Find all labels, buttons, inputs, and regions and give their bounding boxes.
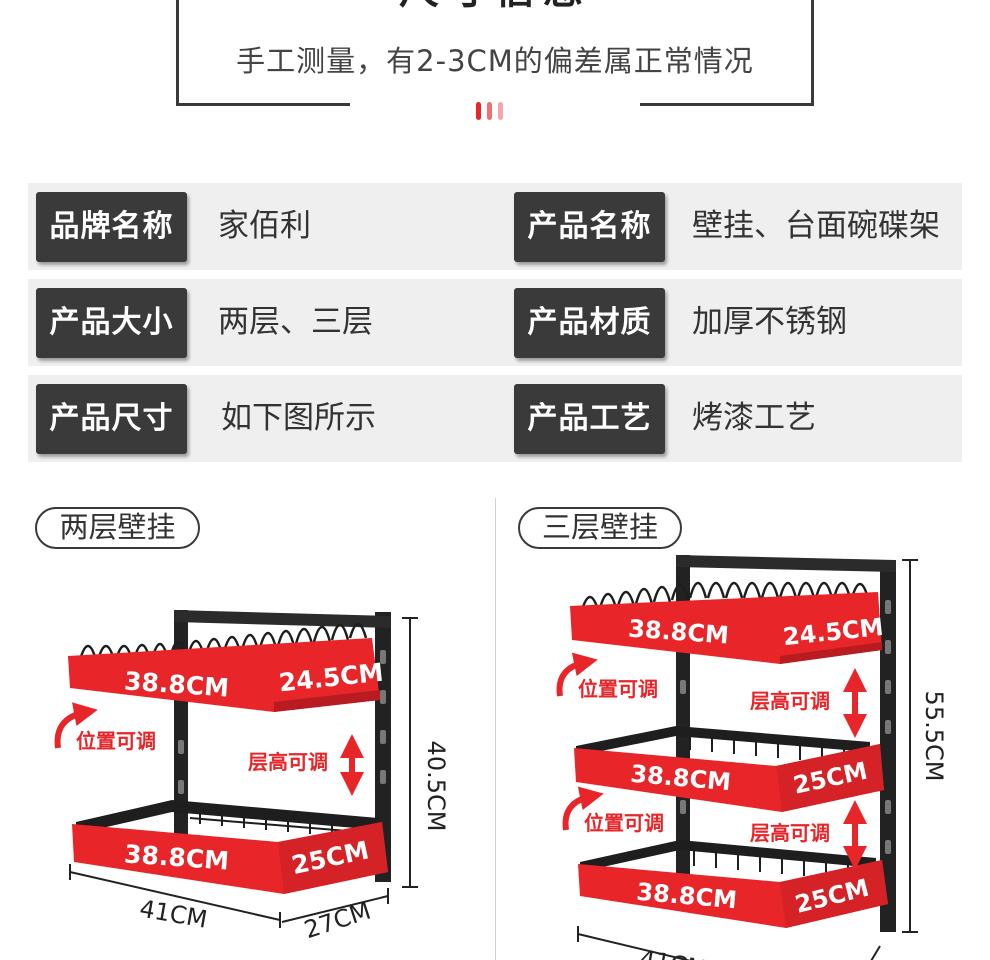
- spec-value-product-name: 壁挂、台面碗碟架: [692, 208, 940, 244]
- three-tier-adjust-note-1: 位置可调: [578, 677, 658, 701]
- two-tier-top-bar: [174, 610, 391, 628]
- three-tier-dimension-lines: [577, 559, 918, 960]
- spec-key-material: 产品材质: [514, 288, 665, 358]
- three-tier-right-rail: [880, 560, 896, 932]
- header-frame-gap: [350, 98, 640, 112]
- two-tier-top-length: 38.8CM: [123, 666, 230, 702]
- spec-row-2: 产品大小 两层、三层 产品材质 加厚不锈钢: [28, 279, 962, 366]
- three-tier-height: 55.5CM: [920, 691, 948, 782]
- two-tier-height-note: 层高可调: [248, 750, 328, 774]
- two-tier-top-tray: [68, 638, 380, 712]
- two-tier-depth: 27CM: [301, 897, 374, 945]
- three-tier-height-note-2: 层高可调: [750, 821, 830, 845]
- spec-value-brand: 家佰利: [218, 208, 311, 244]
- two-tier-dimension-lines: [69, 617, 418, 928]
- two-tier-adjust-note: 位置可调: [76, 729, 156, 753]
- two-tier-width: 41CM: [137, 894, 209, 933]
- spec-value-dimensions: 如下图所示: [221, 400, 376, 436]
- spec-key-product-name: 产品名称: [514, 192, 665, 262]
- three-tier-top-bar: [676, 555, 896, 572]
- diagram-divider: [495, 498, 496, 960]
- two-tier-label: 两层壁挂: [35, 507, 200, 549]
- three-tier-adjust-arrow-1: [556, 652, 598, 697]
- two-tier-right-rail: [375, 612, 391, 882]
- three-tier-rack-diagram: 38.8CM 24.5CM 38.8CM 25CM 38.8CM 25CM 位置…: [556, 555, 948, 960]
- page-title: 尺寸信息: [0, 0, 990, 10]
- spec-key-craft: 产品工艺: [514, 384, 665, 454]
- spec-key-size: 产品大小: [36, 288, 187, 358]
- page-subtitle: 手工测量，有2-3CM的偏差属正常情况: [236, 44, 754, 78]
- three-tier-height-note-1: 层高可调: [750, 689, 830, 713]
- spec-value-size: 两层、三层: [218, 304, 373, 340]
- decorative-dots: [476, 102, 516, 122]
- three-tier-label: 三层壁挂: [518, 507, 682, 549]
- spec-row-1: 品牌名称 家佰利 产品名称 壁挂、台面碗碟架: [28, 183, 962, 270]
- spec-key-dimensions: 产品尺寸: [36, 384, 187, 454]
- spec-value-material: 加厚不锈钢: [692, 304, 847, 340]
- spec-key-brand: 品牌名称: [36, 192, 187, 262]
- three-tier-top-tray: [570, 592, 882, 664]
- two-tier-height: 40.5CM: [422, 741, 450, 832]
- three-tier-adjust-arrow-2: [562, 786, 604, 831]
- two-tier-adjust-arrow: [54, 702, 98, 749]
- spec-value-craft: 烤漆工艺: [692, 400, 816, 436]
- two-tier-rack-diagram: 38.8CM 24.5CM 38.8CM 25CM 位置可调 层高可调 40.5…: [54, 610, 450, 945]
- three-tier-adjust-note-2: 位置可调: [584, 811, 664, 835]
- three-tier-width: 41CM: [637, 944, 709, 960]
- spec-row-3: 产品尺寸 如下图所示 产品工艺 烤漆工艺: [28, 375, 962, 462]
